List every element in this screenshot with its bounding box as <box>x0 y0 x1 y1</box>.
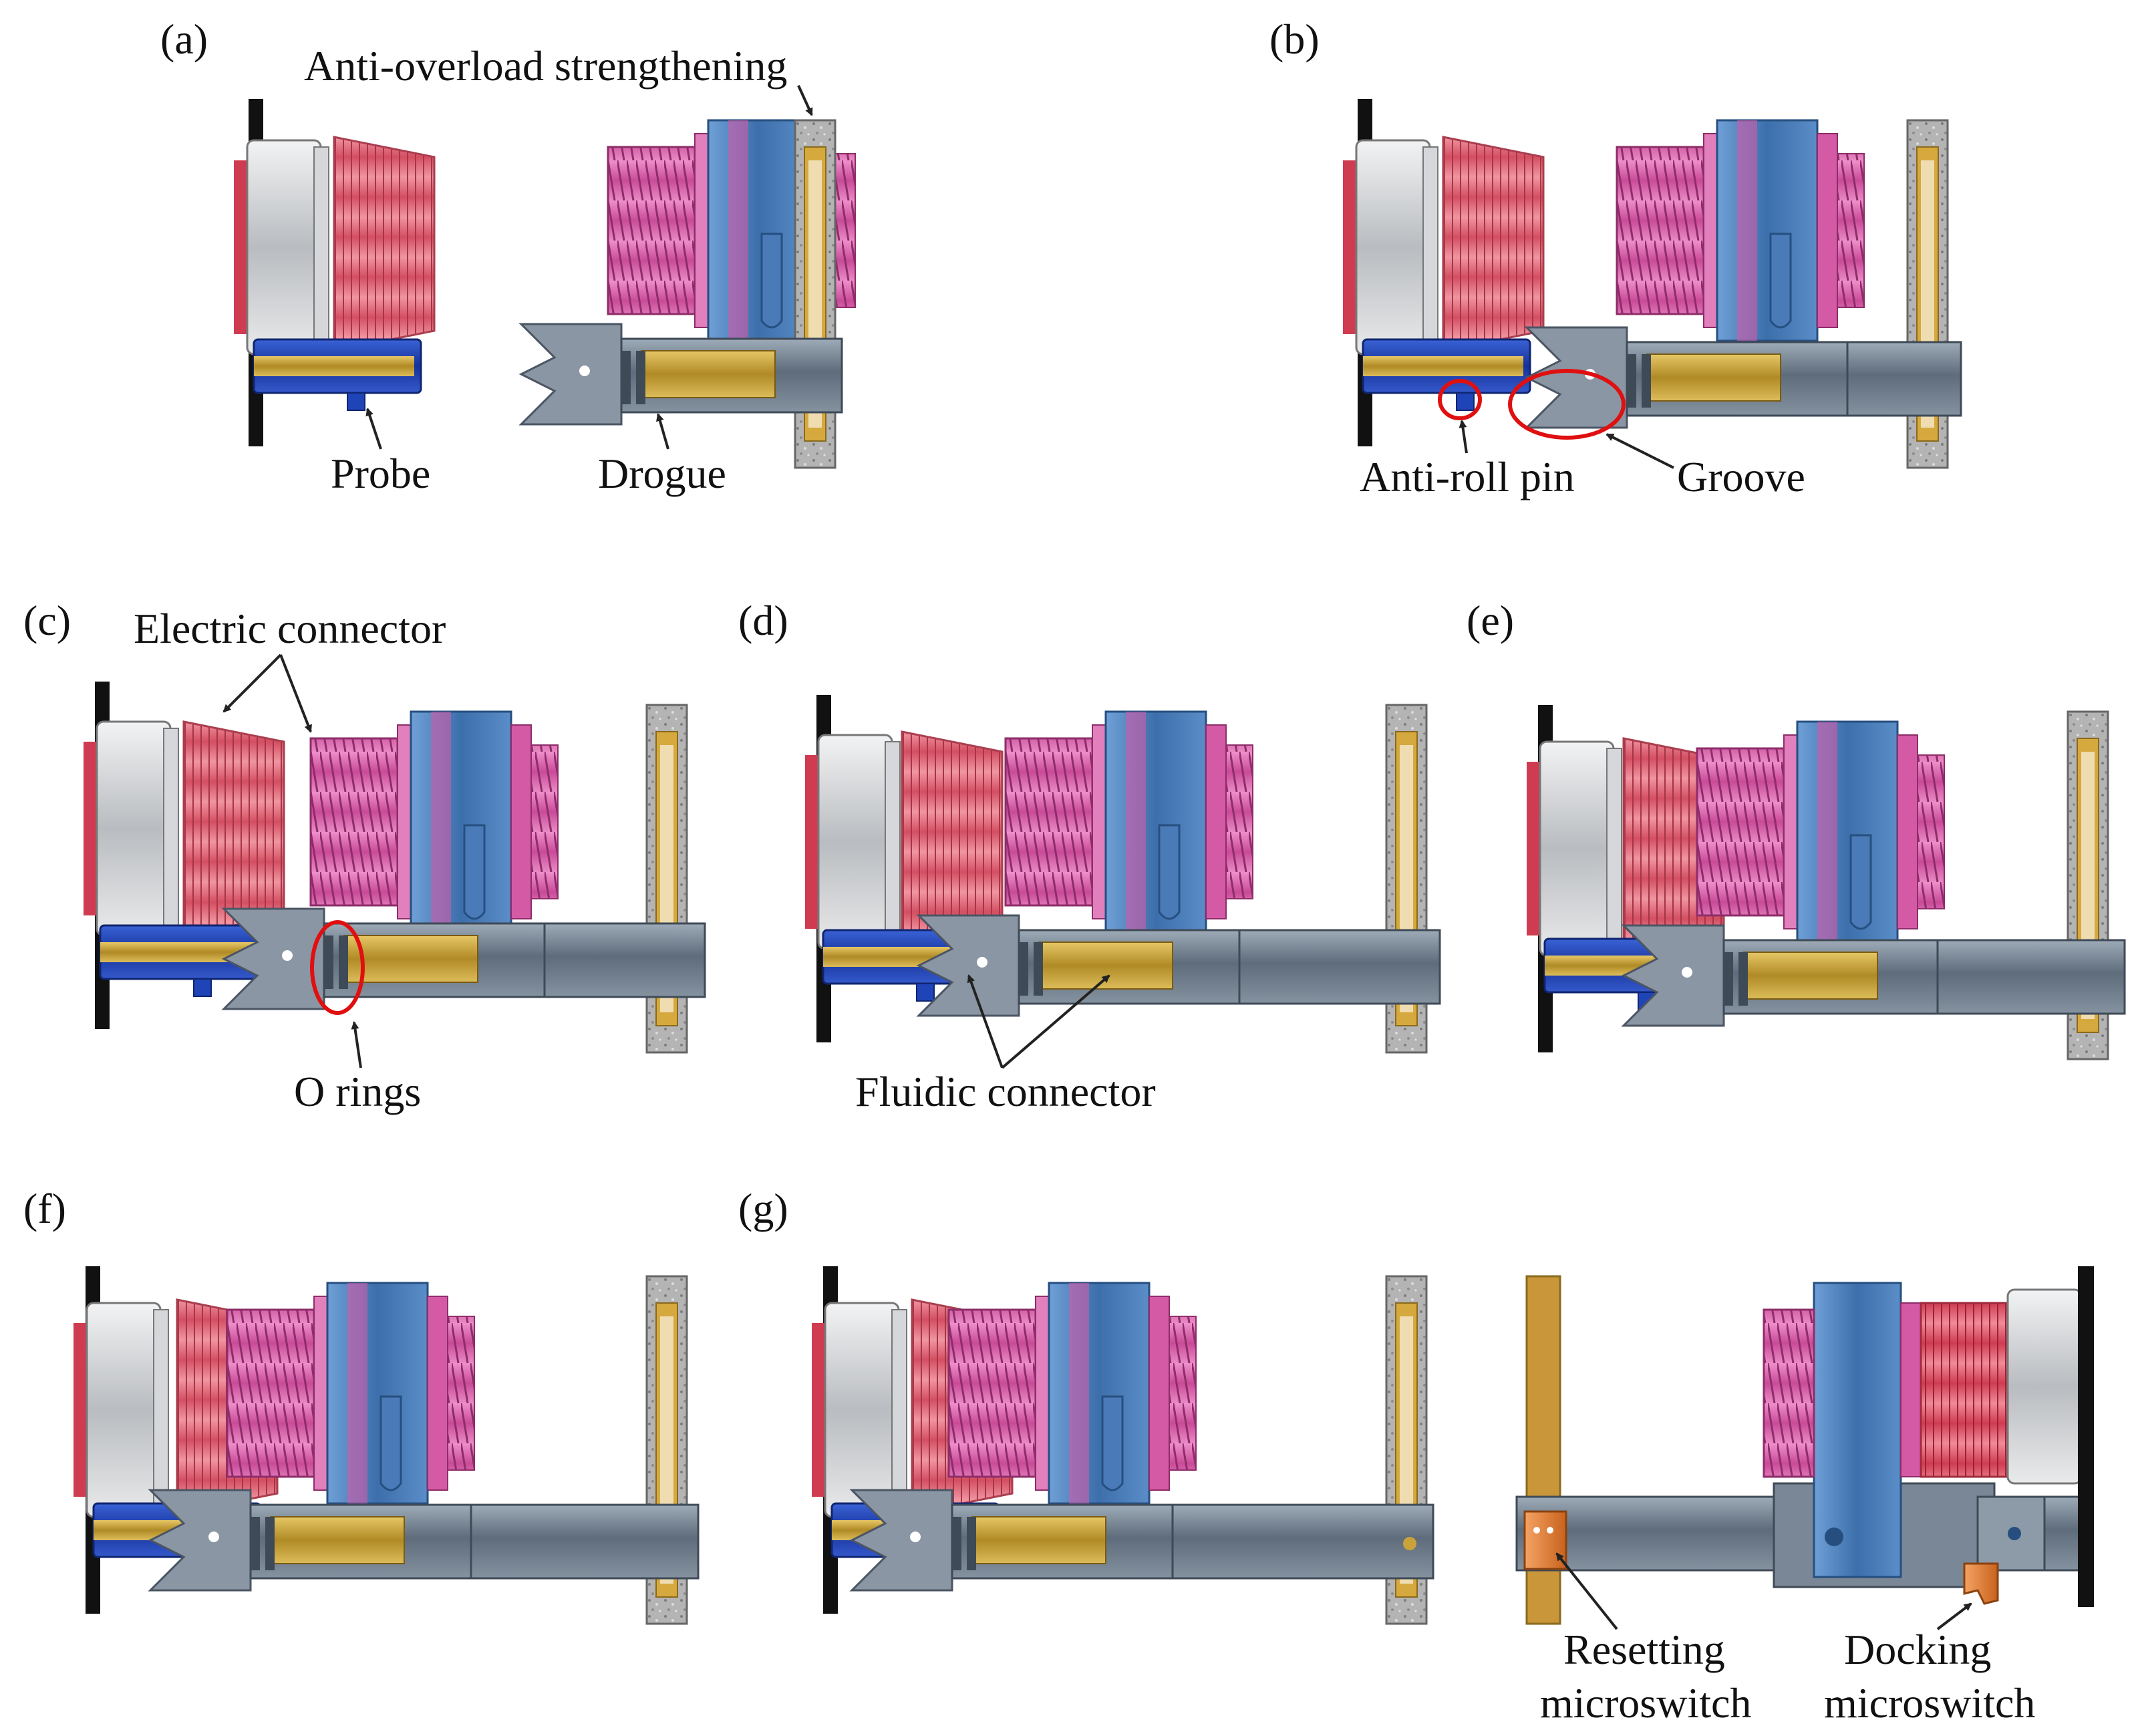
label-docking-line1: Docking <box>1844 1626 1991 1673</box>
resetting-microswitch <box>1523 1510 1567 1570</box>
panel-tag-d: (d) <box>738 597 788 644</box>
panel-g: (g) <box>738 1185 1434 1625</box>
label-anti-overload: Anti-overload strengthening <box>304 42 787 90</box>
panel-d: (d) Fluidic connector <box>738 597 1441 1115</box>
panel-f: (f) <box>23 1185 700 1625</box>
panel-rear-view: Resetting microswitch Docking microswitc… <box>1515 1266 2094 1727</box>
panel-tag-c: (c) <box>23 597 71 644</box>
groove-highlight <box>1508 369 1626 440</box>
panel-tag-g: (g) <box>738 1185 788 1232</box>
label-anti-roll-pin: Anti-roll pin <box>1360 453 1575 500</box>
label-drogue: Drogue <box>598 450 726 497</box>
label-groove: Groove <box>1677 453 1805 500</box>
label-resetting-line2: microswitch <box>1540 1679 1751 1727</box>
panel-tag-a: (a) <box>160 15 208 63</box>
o-rings-highlight <box>310 920 365 1015</box>
panel-c: (c) Electric connector O rings <box>23 597 706 1115</box>
label-probe: Probe <box>331 450 430 497</box>
panel-tag-b: (b) <box>1269 15 1320 63</box>
docking-microswitch <box>1963 1562 1999 1605</box>
panel-a: (a) Anti-overload strengthening Probe Dr… <box>160 15 857 497</box>
panel-e: (e) <box>1467 597 2126 1060</box>
panel-b: (b) Anti-roll pin Groove <box>1269 15 1962 500</box>
anti-roll-pin-highlight <box>1438 379 1482 420</box>
label-resetting-line1: Resetting <box>1563 1626 1725 1673</box>
label-electric-connector: Electric connector <box>134 605 446 652</box>
label-o-rings: O rings <box>294 1068 421 1115</box>
label-fluidic-connector: Fluidic connector <box>855 1068 1156 1115</box>
panel-tag-f: (f) <box>23 1185 66 1232</box>
label-docking-line2: microswitch <box>1824 1679 2035 1727</box>
panel-tag-e: (e) <box>1467 597 1514 644</box>
